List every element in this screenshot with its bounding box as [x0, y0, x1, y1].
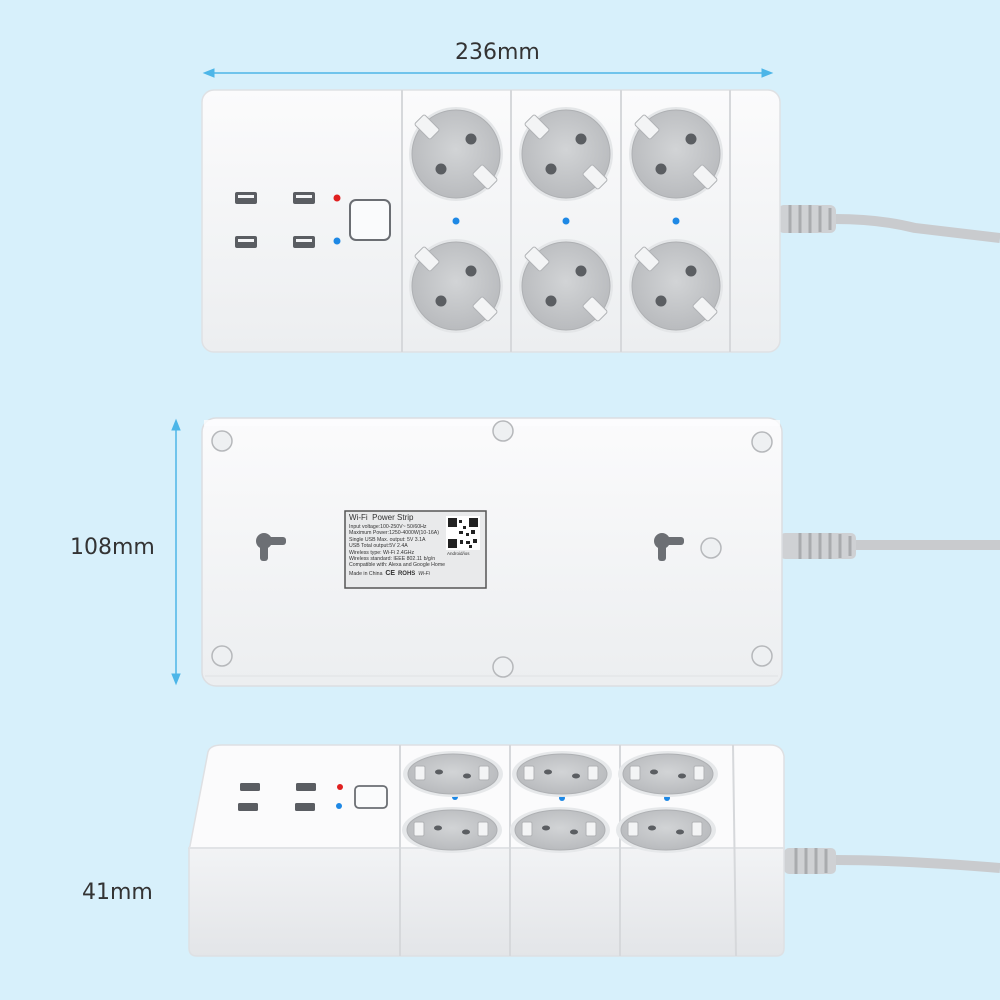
sticker-line: Wireless type: Wi-Fi 2.4GHz: [349, 549, 415, 556]
product-label-sticker: [344, 510, 487, 589]
socket-led: [562, 217, 570, 225]
sticker-line: USB Total output:5V 2.4A: [349, 543, 408, 550]
power-cord-side: [784, 848, 1000, 874]
power-button-side[interactable]: [354, 785, 388, 809]
sticker-line: Wireless standard: IEEE 802.11 b/g/n: [349, 556, 436, 563]
sticker-line: Compatible with: Alexa and Google Home: [349, 562, 446, 569]
power-button[interactable]: [349, 199, 391, 241]
red-led-indicator: [333, 194, 341, 202]
qr-caption: Android/ios: [447, 551, 470, 556]
top-view-power-strip: [201, 89, 1000, 353]
schuko-socket: [629, 107, 723, 201]
schuko-socket: [409, 239, 503, 333]
blue-led-indicator: [333, 237, 341, 245]
usb-ports-side: [238, 783, 316, 811]
sticker-line: Maximum Power:1250-4000W(10-16A): [349, 530, 439, 537]
qr-code: [448, 518, 478, 548]
schuko-socket-side: [618, 751, 718, 797]
width-dimension-arrow: [202, 68, 774, 78]
schuko-socket-side: [510, 807, 610, 853]
rohs-mark: ROHS: [397, 570, 416, 577]
schuko-socket-side: [616, 807, 716, 853]
wifi-mark: Wi-Fi: [418, 570, 430, 577]
schuko-socket: [409, 107, 503, 201]
power-cord: [778, 205, 1000, 243]
usb-ports-top: [235, 192, 315, 248]
blue-led-indicator-side: [336, 803, 342, 809]
schuko-socket: [519, 239, 613, 333]
ce-mark: CE: [385, 569, 396, 577]
sticker-text: Wi-Fi Power Strip Input voltage:100-250V…: [349, 513, 445, 577]
depth-dimension-label: 41mm: [82, 880, 153, 905]
sticker-line: Input voltage:100-250V~ 50/60Hz: [349, 524, 427, 530]
width-dimension-label: 236mm: [455, 40, 540, 65]
red-led-indicator-side: [337, 784, 343, 790]
height-dimension-arrow: [171, 418, 181, 686]
power-cord-back: [780, 533, 1000, 559]
sticker-wifi: Wi-Fi: [349, 513, 368, 522]
sticker-made-in: Made in China: [349, 570, 383, 577]
socket-led: [672, 217, 680, 225]
schuko-socket-side: [512, 751, 612, 797]
socket-led: [452, 217, 460, 225]
sticker-line: Single USB Max. output: 5V 3.1A: [349, 536, 426, 543]
sticker-title: Power Strip: [372, 513, 414, 522]
schuko-socket-side: [402, 807, 502, 853]
schuko-socket: [629, 239, 723, 333]
schuko-socket: [519, 107, 613, 201]
schuko-socket-side: [403, 751, 503, 797]
height-dimension-label: 108mm: [70, 535, 155, 560]
side-view-power-strip: [188, 744, 1000, 957]
back-view-power-strip: [201, 417, 1000, 687]
